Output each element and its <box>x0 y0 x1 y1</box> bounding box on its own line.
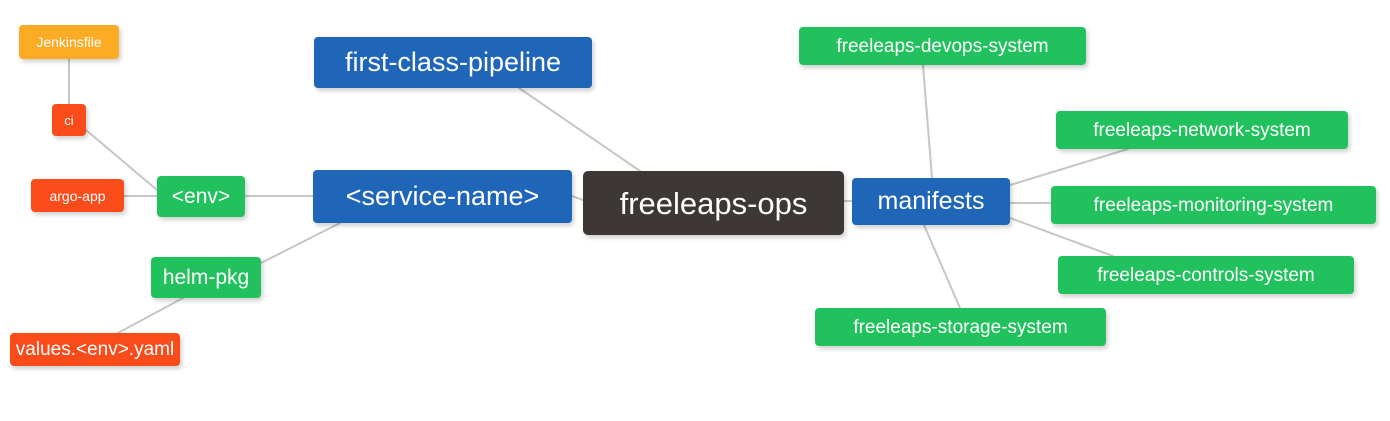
node-label-network-system: freeleaps-network-system <box>1093 119 1311 141</box>
edge-first-class-pipeline-to-freeleaps-ops <box>518 87 641 172</box>
node-label-controls-system: freeleaps-controls-system <box>1097 264 1315 286</box>
node-label-argo-app: argo-app <box>49 187 106 204</box>
node-controls-system[interactable]: freeleaps-controls-system <box>1058 256 1354 294</box>
node-label-freeleaps-ops: freeleaps-ops <box>619 185 808 221</box>
node-label-first-class-pipeline: first-class-pipeline <box>344 47 562 77</box>
node-first-class-pipeline[interactable]: first-class-pipeline <box>314 37 592 88</box>
node-manifests[interactable]: manifests <box>852 178 1010 225</box>
node-env[interactable]: <env> <box>157 176 245 217</box>
edge-manifests-to-storage-system <box>923 224 961 309</box>
node-network-system[interactable]: freeleaps-network-system <box>1056 111 1348 149</box>
edge-helm-pkg-to-service-name <box>260 222 341 264</box>
node-devops-system[interactable]: freeleaps-devops-system <box>799 27 1086 65</box>
edge-values-yaml-to-helm-pkg <box>117 297 184 334</box>
node-values-yaml[interactable]: values.<env>.yaml <box>10 333 180 366</box>
edge-service-name-to-freeleaps-ops <box>571 195 584 201</box>
node-label-devops-system: freeleaps-devops-system <box>836 35 1049 57</box>
edge-manifests-to-network-system <box>1009 148 1129 186</box>
node-jenkinsfile[interactable]: Jenkinsfile <box>19 25 119 59</box>
node-helm-pkg[interactable]: helm-pkg <box>151 257 261 298</box>
node-label-manifests: manifests <box>877 187 985 215</box>
node-label-monitoring-system: freeleaps-monitoring-system <box>1093 194 1334 216</box>
node-label-env: <env> <box>171 185 231 208</box>
node-label-jenkinsfile: Jenkinsfile <box>36 34 102 50</box>
node-ci[interactable]: ci <box>52 104 86 136</box>
node-storage-system[interactable]: freeleaps-storage-system <box>815 308 1106 346</box>
node-label-helm-pkg: helm-pkg <box>162 266 250 289</box>
node-monitoring-system[interactable]: freeleaps-monitoring-system <box>1051 186 1376 224</box>
node-argo-app[interactable]: argo-app <box>31 179 124 212</box>
node-label-values-yaml: values.<env>.yaml <box>15 339 175 360</box>
node-label-ci: ci <box>64 112 74 128</box>
node-service-name[interactable]: <service-name> <box>313 170 572 223</box>
node-label-storage-system: freeleaps-storage-system <box>853 316 1068 338</box>
node-freeleaps-ops[interactable]: freeleaps-ops <box>583 171 844 235</box>
edge-manifests-to-devops-system <box>922 64 933 179</box>
node-label-service-name: <service-name> <box>345 181 540 211</box>
